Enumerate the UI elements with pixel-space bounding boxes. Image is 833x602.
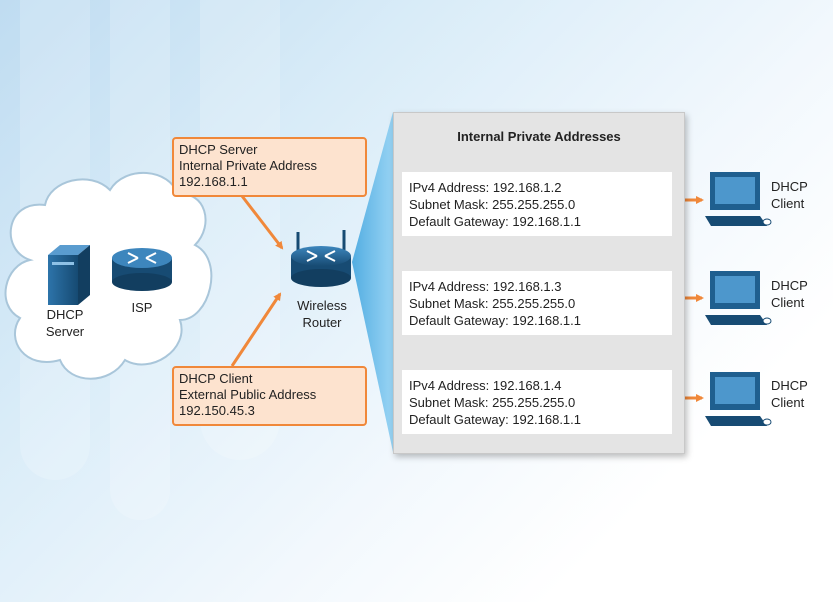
label-line: Client	[771, 395, 805, 410]
label-line: Client	[771, 196, 805, 211]
label-line: Server	[45, 324, 85, 339]
server-icon	[48, 245, 90, 305]
arrow-server-callout-to-router	[240, 195, 284, 250]
subnet-mask: Subnet Mask: 255.255.255.0	[409, 395, 576, 410]
ipv4-address: IPv4 Address: 192.168.1.3	[409, 279, 562, 294]
wireless-beam	[352, 112, 393, 452]
dhcp-client-label: DHCP Client	[771, 377, 808, 411]
label-line: DHCP	[771, 278, 808, 293]
address-entry: IPv4 Address: 192.168.1.2 Subnet Mask: 2…	[402, 172, 672, 236]
label-line: Wireless	[297, 298, 347, 313]
wireless-router-icon	[291, 230, 351, 287]
label-line: DHCP	[46, 307, 84, 322]
default-gateway: Default Gateway: 192.168.1.1	[409, 412, 582, 427]
panel-title: Internal Private Addresses	[457, 129, 621, 144]
label-line: DHCP	[771, 378, 808, 393]
subnet-mask: Subnet Mask: 255.255.255.0	[409, 296, 576, 311]
callout-line: 192.150.45.3	[179, 403, 255, 418]
isp-label: ISP	[131, 300, 153, 315]
computer-icon	[705, 372, 772, 426]
dhcp-client-label: DHCP Client	[771, 277, 808, 311]
address-entry: IPv4 Address: 192.168.1.3 Subnet Mask: 2…	[402, 271, 672, 335]
dhcp-client-label: DHCP Client	[771, 178, 808, 212]
internet-cloud	[4, 171, 213, 380]
ipv4-address: IPv4 Address: 192.168.1.4	[409, 378, 562, 393]
callout-line: DHCP Client	[179, 371, 253, 386]
arrow-client-callout-to-router	[230, 292, 282, 367]
address-entry: IPv4 Address: 192.168.1.4 Subnet Mask: 2…	[402, 370, 672, 434]
computer-icon	[705, 172, 772, 226]
internal-addresses-panel: Internal Private Addresses IPv4 Address:…	[393, 112, 685, 454]
server-callout: DHCP Server Internal Private Address 192…	[172, 137, 367, 197]
label-line: DHCP	[771, 179, 808, 194]
label-line: Client	[771, 295, 805, 310]
callout-line: Internal Private Address	[179, 158, 318, 173]
client-callout: DHCP Client External Public Address 192.…	[172, 366, 367, 426]
subnet-mask: Subnet Mask: 255.255.255.0	[409, 197, 576, 212]
callout-line: External Public Address	[179, 387, 317, 402]
label-line: Router	[302, 315, 342, 330]
callout-line: 192.168.1.1	[179, 174, 248, 189]
isp-router-icon	[112, 248, 172, 291]
wireless-router-label: Wireless Router	[290, 297, 354, 331]
dhcp-server-label: DHCP Server	[40, 306, 90, 340]
default-gateway: Default Gateway: 192.168.1.1	[409, 214, 582, 229]
ipv4-address: IPv4 Address: 192.168.1.2	[409, 180, 562, 195]
callout-line: DHCP Server	[179, 142, 258, 157]
computer-icon	[705, 271, 772, 325]
default-gateway: Default Gateway: 192.168.1.1	[409, 313, 582, 328]
